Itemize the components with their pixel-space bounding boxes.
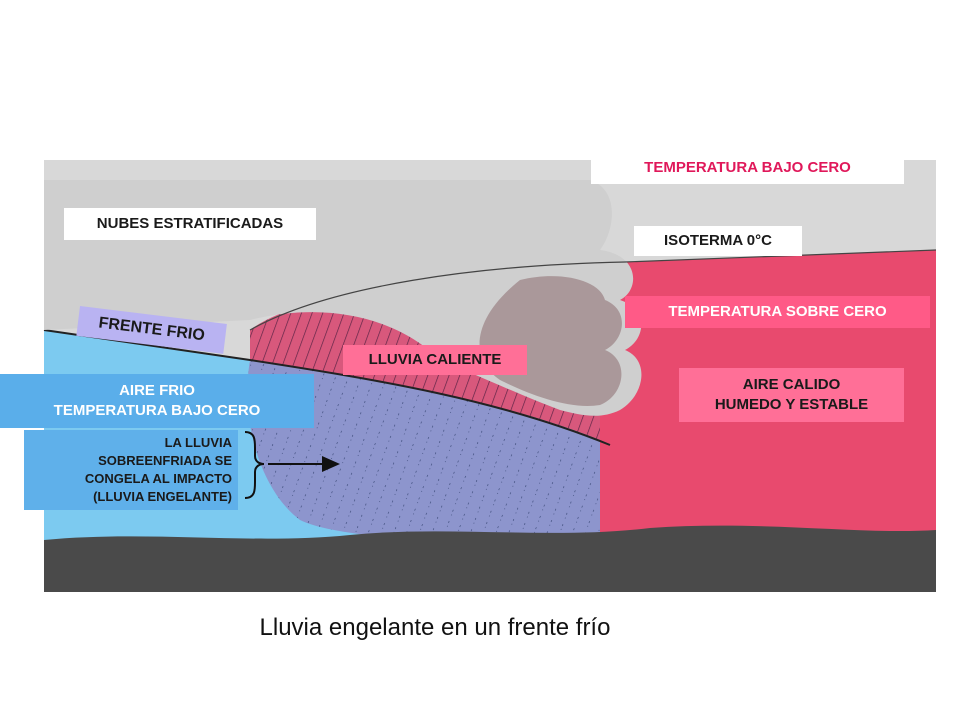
- label-stratiform-clouds: NUBES ESTRATIFICADAS: [64, 208, 316, 240]
- label-cold-air-line2: TEMPERATURA BAJO CERO: [53, 402, 261, 419]
- label-freezing-rain: LA LLUVIA SOBREENFRIADA SE CONGELA AL IM…: [24, 430, 238, 510]
- label-warm-air-line2: HUMEDO Y ESTABLE: [714, 396, 869, 413]
- ground: [44, 525, 936, 592]
- label-warm-rain: LLUVIA CALIENTE: [343, 345, 527, 375]
- frontal-surface-line: [43, 329, 611, 446]
- label-freezing-line4: (LLUVIA ENGELANTE): [93, 489, 232, 504]
- label-warm-air-line1: AIRE CALIDO: [742, 376, 841, 393]
- brace-symbol: [244, 431, 265, 499]
- label-warm-air: AIRE CALIDO HUMEDO Y ESTABLE: [679, 368, 904, 422]
- label-cold-air: AIRE FRIO TEMPERATURA BAJO CERO: [0, 374, 314, 428]
- label-freezing-line3: CONGELA AL IMPACTO: [84, 471, 232, 486]
- label-freezing-line1: LA LLUVIA: [164, 435, 232, 450]
- freezing-rain-hatching: [247, 360, 600, 542]
- label-isotherm: ISOTERMA 0°C: [634, 226, 802, 256]
- arrow-head: [322, 456, 340, 472]
- label-temperature-below-zero-top: TEMPERATURA BAJO CERO: [591, 152, 904, 184]
- label-freezing-line2: SOBREENFRIADA SE: [98, 453, 232, 468]
- isotherm-line: [249, 249, 937, 331]
- label-cold-air-line1: AIRE FRIO: [119, 382, 195, 399]
- label-temperature-above-zero: TEMPERATURA SOBRE CERO: [625, 296, 930, 328]
- figure-caption: Lluvia engelante en un frente frío: [259, 614, 611, 641]
